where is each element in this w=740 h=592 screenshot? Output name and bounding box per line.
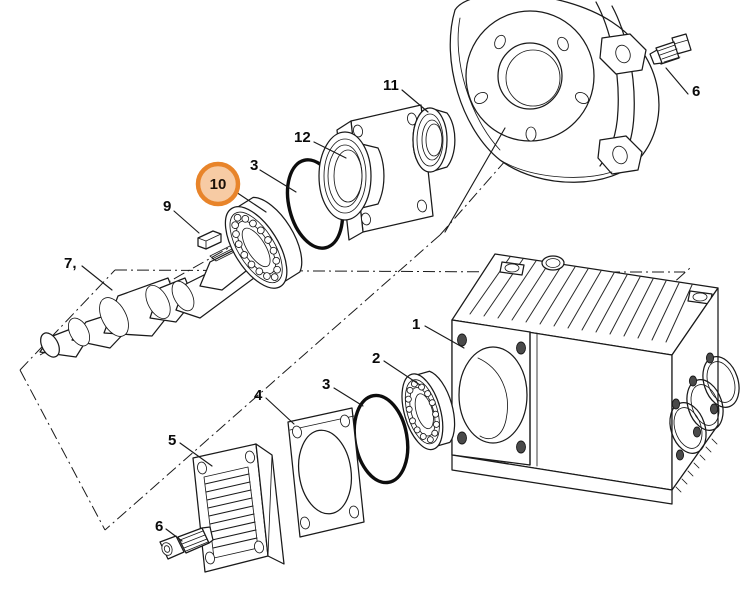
- callout-7: 7,: [64, 255, 77, 272]
- part-bearing-carrier-flange: [318, 104, 434, 241]
- part-louvered-cover-plate: [192, 443, 285, 573]
- part-gasket-plate: [287, 407, 365, 538]
- callout-number-group: 1 2 3 4 5 6 6 7, 9 3 12 11: [64, 77, 700, 535]
- part-shaft-seal: [412, 107, 456, 173]
- callout-2: 2: [372, 350, 380, 367]
- part-crankcase-housing: [451, 253, 740, 505]
- part-bell-housing: [449, 0, 660, 183]
- part-crankshaft: [39, 238, 263, 358]
- serrated-edge: [671, 424, 719, 493]
- bearing-balls-lower: [404, 380, 440, 444]
- callout-6-top: 6: [692, 83, 700, 100]
- leader-lines: [81, 67, 689, 542]
- highlight-circle: [195, 161, 241, 207]
- callout-3-lower: 3: [322, 376, 330, 393]
- callout-4: 4: [254, 387, 263, 404]
- part-ball-bearing-upper: [224, 196, 303, 289]
- callout-5: 5: [168, 432, 176, 449]
- callout-10-label: 10: [210, 176, 227, 193]
- callout-11: 11: [383, 77, 399, 94]
- louver-slats: [204, 473, 258, 549]
- part-woodruff-key: [197, 230, 222, 250]
- bearing-balls: [231, 213, 281, 281]
- callout-1: 1: [412, 316, 420, 333]
- callout-3-upper: 3: [250, 157, 258, 174]
- valve-port-group: [669, 352, 740, 461]
- callout-9: 9: [163, 198, 171, 215]
- highlighted-callout-10[interactable]: 10: [195, 161, 241, 207]
- part-bolt-bottom-left: [159, 526, 214, 560]
- top-cooling-fins: [469, 256, 693, 343]
- part-bolt-top-right: [649, 33, 692, 65]
- callout-12: 12: [294, 129, 311, 146]
- part-ball-bearing-lower: [401, 370, 456, 451]
- callout-6-bottom: 6: [155, 518, 163, 535]
